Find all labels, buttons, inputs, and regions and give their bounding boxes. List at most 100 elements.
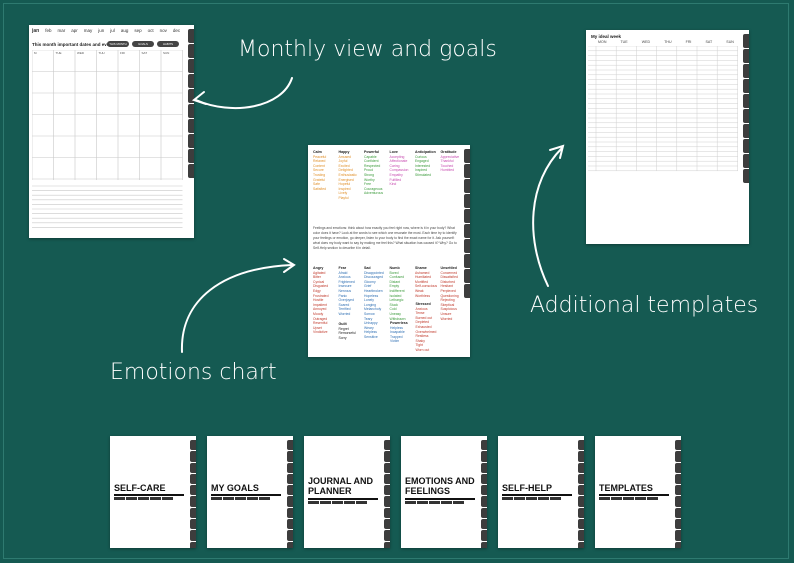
month-tab[interactable]: oct	[147, 28, 154, 33]
section-cover-page[interactable]: JOURNAL AND PLANNER	[304, 436, 390, 548]
emotion-word: Lethargic	[389, 298, 404, 303]
emotion-word: Empty	[389, 284, 400, 289]
section-tabs[interactable]	[190, 436, 196, 548]
section-tabs[interactable]	[287, 436, 293, 548]
emotion-group-heading: Powerless	[390, 321, 408, 325]
month-tab[interactable]: dec	[172, 28, 181, 33]
section-cover-page[interactable]: SELF-CARE	[110, 436, 196, 548]
emotion-word: Free	[364, 182, 371, 187]
section-cover-page[interactable]: MY GOALS	[207, 436, 293, 548]
title-underline	[599, 494, 669, 496]
section-tabs[interactable]	[384, 436, 390, 548]
emotion-word: Anxious	[338, 275, 351, 280]
emotion-word: Lively	[338, 191, 348, 196]
emotion-word: Touched	[440, 163, 454, 168]
emotion-word: Frightened	[338, 279, 355, 284]
emotion-word: Upset	[313, 325, 322, 330]
month-tab[interactable]: jun	[98, 28, 105, 33]
month-tab[interactable]: may	[83, 28, 93, 33]
emotion-word: Weary	[364, 325, 374, 330]
habits-button[interactable]: HABITS	[157, 41, 179, 47]
subsection-links[interactable]	[502, 497, 561, 500]
emotion-word: Scared	[338, 302, 350, 307]
month-tab[interactable]: aug	[120, 28, 129, 33]
section-tabs[interactable]	[578, 436, 584, 548]
weekday-label: M	[34, 51, 37, 55]
emotion-word: Humbled	[440, 168, 455, 173]
month-tab[interactable]: jul	[110, 28, 115, 33]
subsection-links[interactable]	[211, 497, 270, 500]
section-title: SELF-CARE	[114, 483, 166, 493]
emotion-word: Interested	[415, 163, 431, 168]
month-tab[interactable]: apr	[71, 28, 78, 33]
month-tab[interactable]: nov	[159, 28, 167, 33]
subsection-links[interactable]	[405, 501, 464, 504]
emotion-word: Heartbroken	[364, 288, 383, 293]
weekly-schedule-grid	[588, 46, 738, 172]
emotion-word: Terrified	[338, 307, 351, 312]
emotion-word: Burned out	[415, 315, 433, 320]
emotion-word: Vindictive	[313, 330, 328, 335]
emotion-word: Adventurous	[364, 191, 384, 196]
emotion-word: Longing	[364, 302, 377, 307]
emotion-word: Resentful	[313, 321, 328, 326]
emotion-word: Overjoyed	[338, 298, 354, 303]
emotion-word: Helpless	[390, 325, 404, 330]
emotion-word: Sorry	[338, 335, 347, 340]
section-cover-page[interactable]: EMOTIONS AND FEELINGS	[401, 436, 487, 548]
emotion-word: Gloomy	[364, 279, 376, 284]
section-tabs[interactable]	[743, 30, 749, 244]
emotion-group-heading: Gratitude	[440, 150, 457, 154]
emotion-word: Tight	[415, 343, 423, 348]
subsection-links[interactable]	[308, 501, 367, 504]
this-month-button[interactable]: THIS MONTH	[107, 41, 129, 47]
week-day-label: WED	[641, 40, 651, 44]
month-tab[interactable]: feb	[45, 28, 52, 33]
monthly-view-page	[29, 25, 194, 238]
goals-button[interactable]: GOALS	[132, 41, 154, 47]
emotion-word: Delighted	[338, 168, 353, 173]
section-tabs[interactable]	[188, 25, 194, 238]
emotion-word: Perplexed	[440, 288, 456, 293]
emotion-word: Unsure	[440, 311, 452, 316]
emotion-word: Fulfilled	[389, 177, 402, 182]
emotion-word: Curious	[415, 154, 427, 159]
emotion-word: Courageous	[364, 186, 383, 191]
emotions-chart-page	[308, 145, 470, 357]
emotion-word: Indifferent	[389, 288, 405, 293]
emotion-word: Nervous	[338, 288, 352, 293]
emotion-word: Bitter	[313, 275, 321, 280]
emotion-word: Edgy	[313, 288, 321, 293]
section-title: EMOTIONS AND FEELINGS	[405, 476, 475, 496]
emotion-word: Teary	[364, 316, 373, 321]
section-cover-page[interactable]: SELF-HELP	[498, 436, 584, 548]
section-tabs[interactable]	[464, 145, 470, 357]
subsection-links[interactable]	[599, 497, 658, 500]
arrow-to-weekly	[532, 147, 563, 287]
month-tab[interactable]: sep	[134, 28, 142, 33]
section-cover-page[interactable]: TEMPLATES	[595, 436, 681, 548]
emotion-word: Thankful	[440, 159, 454, 164]
week-day-label: FRI	[685, 40, 692, 44]
emotion-word: Peaceful	[313, 154, 327, 159]
emotion-word: Remorseful	[338, 331, 356, 336]
emotion-word: Uneasy	[389, 311, 402, 316]
emotion-word: Strong	[364, 172, 374, 177]
section-title: TEMPLATES	[599, 483, 653, 493]
month-tab[interactable]: mar	[57, 28, 66, 33]
emotion-word: Skeptical	[440, 302, 455, 307]
emotion-word: Affectionate	[389, 159, 408, 164]
emotion-group-heading: Numb	[389, 266, 400, 270]
section-tabs[interactable]	[675, 436, 681, 548]
month-tab[interactable]: jan	[32, 28, 40, 34]
subsection-links[interactable]	[114, 497, 173, 500]
section-tabs[interactable]	[481, 436, 487, 548]
